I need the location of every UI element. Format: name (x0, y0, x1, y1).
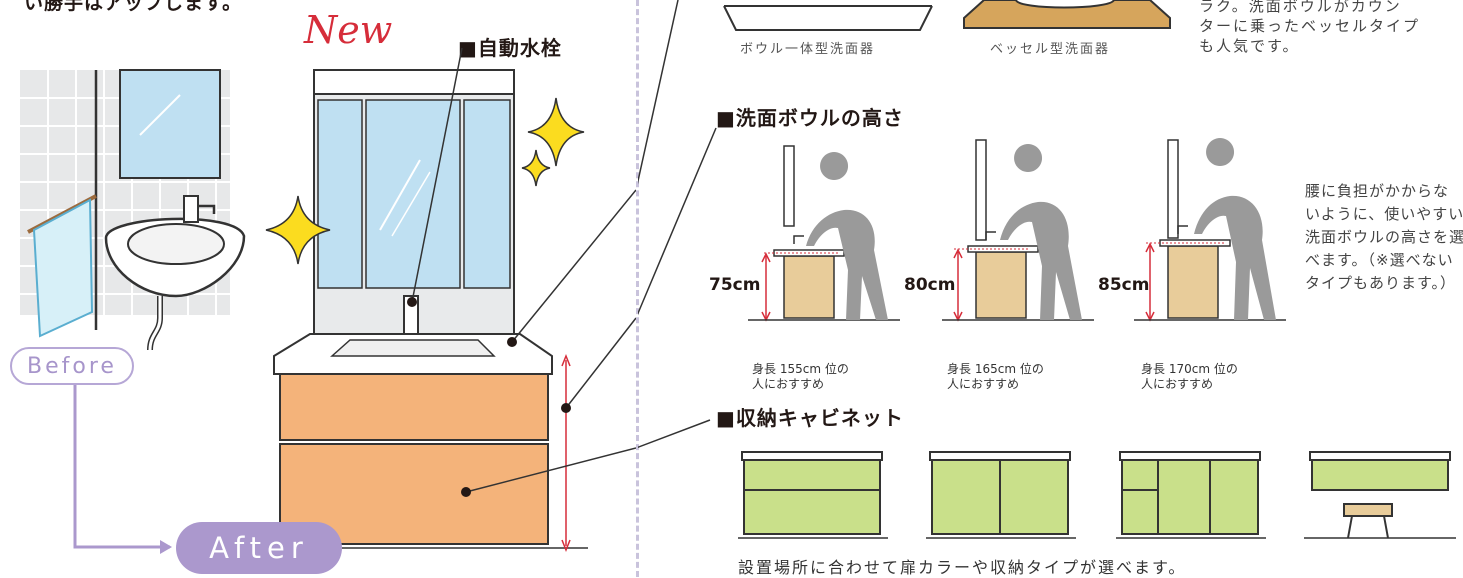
sink-type-note: ラク。洗面ボウルがカウン ターに乗ったベッセルタイプ も人気です。 (1199, 0, 1420, 56)
recommendation-line: 人におすすめ (752, 377, 825, 391)
after-label: After (176, 522, 342, 574)
recommendation-line: 身長 165cm 位の (947, 362, 1044, 376)
sink-type-note-line: ラク。洗面ボウルがカウン (1199, 0, 1402, 15)
new-vanity-illustration (270, 69, 588, 553)
before-after-arrow (73, 385, 170, 549)
recommendation-line: 人におすすめ (1141, 377, 1214, 391)
sink-type-illustration (723, 0, 1171, 31)
before-bathroom-illustration (20, 69, 246, 351)
recommendation-line: 身長 170cm 位の (1141, 362, 1238, 376)
bowl-height-note: 腰に負担がかからないように、使いやすい洗面ボウルの高さを選べます。（※選べないタ… (1305, 182, 1463, 292)
bowl-height-title: ■洗面ボウルの高さ (716, 106, 904, 130)
new-label: New (304, 8, 393, 52)
height-label-80: 80cm (904, 275, 956, 295)
bowl-height-figures (748, 138, 1286, 322)
intro-text: い勝手はアップします。 (24, 0, 243, 14)
faucet-label: ■自動水栓 (458, 36, 562, 60)
bowl-integrated-caption: ボウル一体型洗面器 (740, 42, 876, 57)
options-illustration (638, 0, 1456, 539)
recommendation-line: 人におすすめ (947, 377, 1020, 391)
cabinet-note: 設置場所に合わせて扉カラーや収納タイプが選べます。 (738, 558, 1187, 577)
cabinet-type-illustrations (738, 451, 1456, 539)
sparkle-icon (265, 97, 585, 265)
vessel-sink-caption: ベッセル型洗面器 (990, 42, 1111, 57)
before-after-illustration (20, 47, 636, 554)
cabinet-title: ■収納キャビネット (716, 406, 904, 430)
section-divider (636, 0, 639, 577)
sink-type-note-line: ターに乗ったベッセルタイプ (1199, 17, 1421, 35)
recommendation-line: 身長 155cm 位の (752, 362, 849, 376)
height-recommendation-85: 身長 170cm 位の 人におすすめ (1141, 362, 1238, 392)
height-label-75: 75cm (709, 275, 761, 295)
sink-type-note-line: も人気です。 (1199, 37, 1300, 55)
height-label-85: 85cm (1098, 275, 1150, 295)
before-label: Before (10, 347, 134, 385)
height-recommendation-75: 身長 155cm 位の 人におすすめ (752, 362, 849, 392)
height-recommendation-80: 身長 165cm 位の 人におすすめ (947, 362, 1044, 392)
